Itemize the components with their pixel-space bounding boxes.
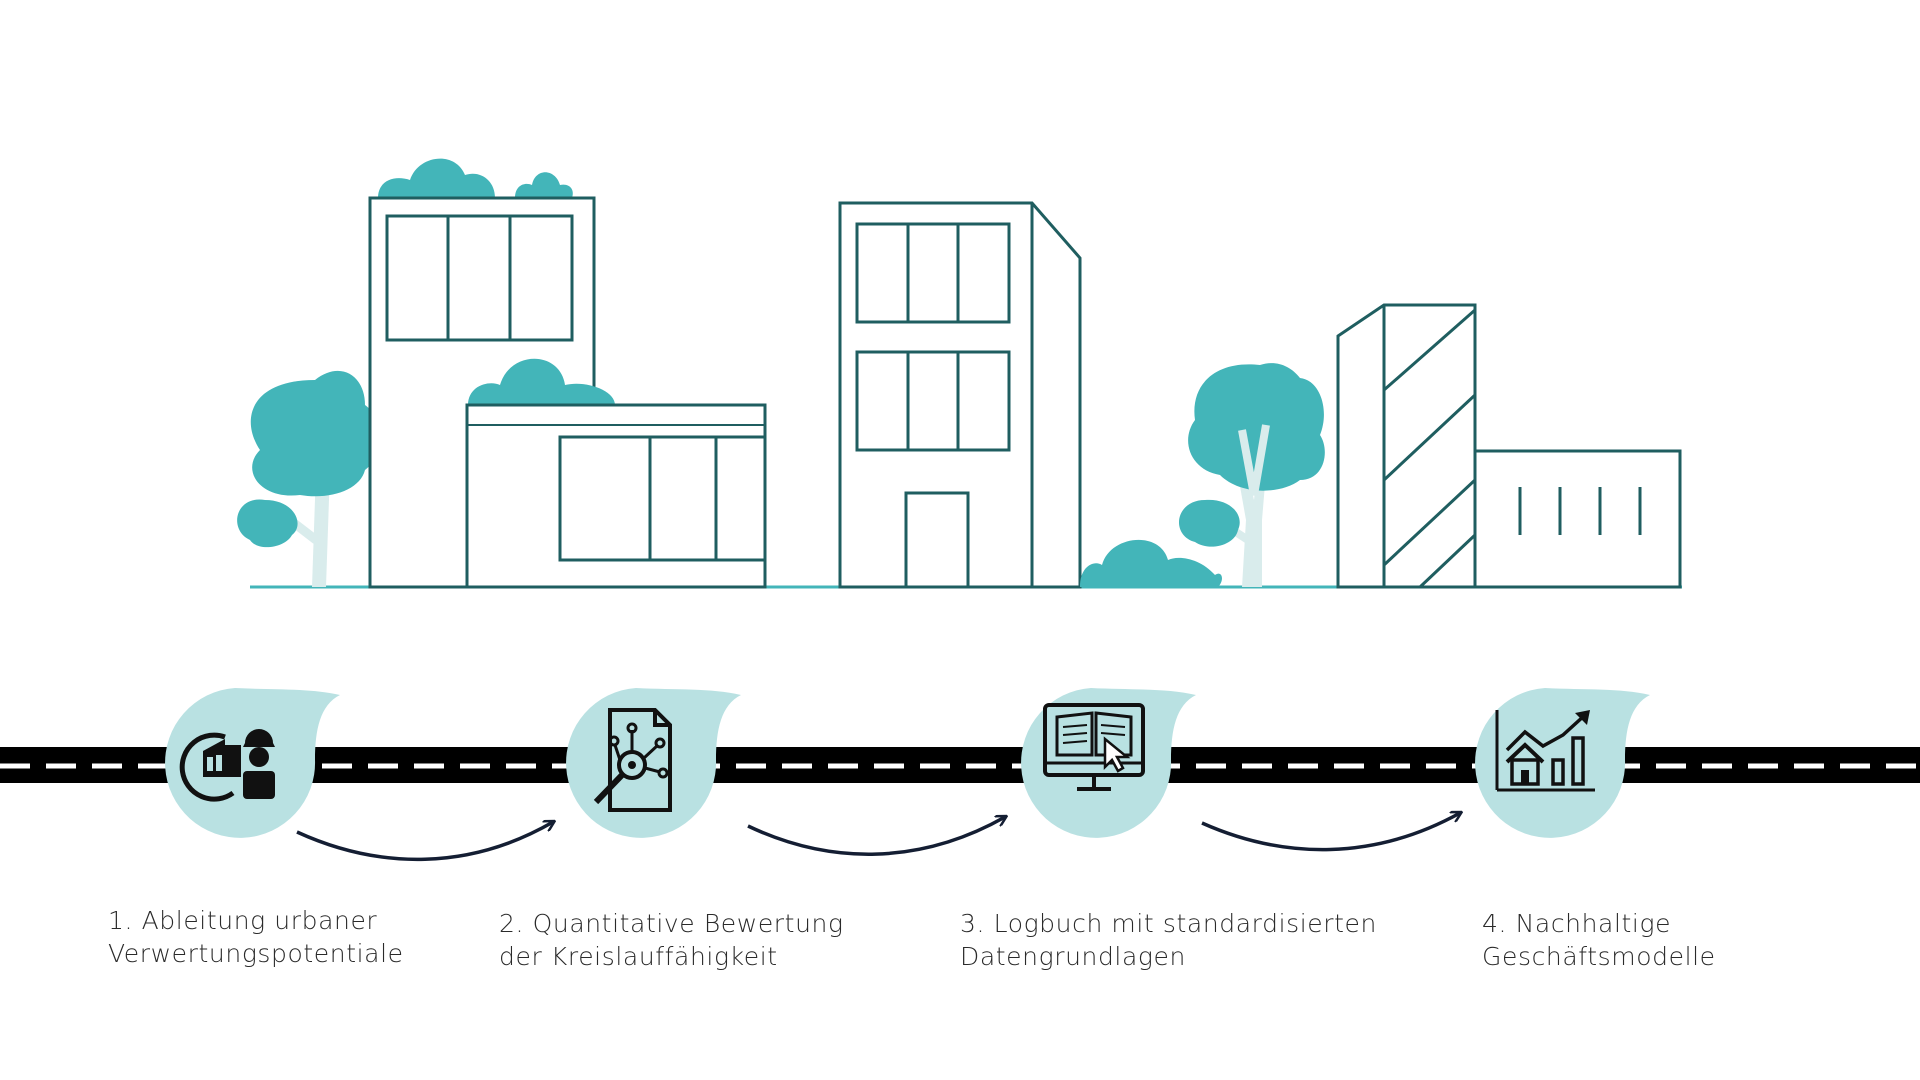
- growth-chart-icon: [1495, 710, 1595, 792]
- step-4-line-2: Geschäftsmodelle: [1482, 942, 1716, 971]
- step-2-label: 2. Quantitative Bewertung der Kreislauff…: [499, 907, 844, 973]
- document-analysis-icon: [593, 708, 672, 812]
- bush-center: [1080, 539, 1222, 587]
- step-2-line-2: der Kreislauffähigkeit: [499, 942, 778, 971]
- step-1-marker: [165, 688, 340, 838]
- step-1-line-2: Verwertungspotentiale: [108, 939, 404, 968]
- digital-logbook-icon: [1043, 703, 1145, 791]
- building-low-right: [1473, 449, 1682, 589]
- step-2-marker: [566, 688, 741, 838]
- tree-right: [1178, 363, 1325, 587]
- step-3-line-1: 3. Logbuch mit standardisierten: [960, 909, 1377, 938]
- step-4-line-1: 4. Nachhaltige: [1482, 909, 1672, 938]
- arrow-3-to-4: [1201, 813, 1460, 852]
- step-3-label: 3. Logbuch mit standardisierten Datengru…: [960, 907, 1377, 973]
- step-4-label: 4. Nachhaltige Geschäftsmodelle: [1482, 907, 1716, 973]
- building-low-front: [465, 358, 767, 589]
- step-1-label: 1. Ableitung urbaner Verwertungspotentia…: [108, 904, 404, 970]
- tree-left: [237, 370, 382, 587]
- building-middle-tower: [838, 201, 1082, 589]
- building-striped-right: [1336, 303, 1477, 589]
- step-2-line-1: 2. Quantitative Bewertung: [499, 909, 844, 938]
- step-3-line-2: Datengrundlagen: [960, 942, 1186, 971]
- step-1-line-1: 1. Ableitung urbaner: [108, 906, 378, 935]
- arrow-2-to-3: [747, 817, 1005, 856]
- arrow-1-to-2: [296, 822, 553, 862]
- building-worker-icon: [179, 729, 275, 802]
- step-3-marker: [1021, 688, 1196, 838]
- step-4-marker: [1475, 688, 1650, 838]
